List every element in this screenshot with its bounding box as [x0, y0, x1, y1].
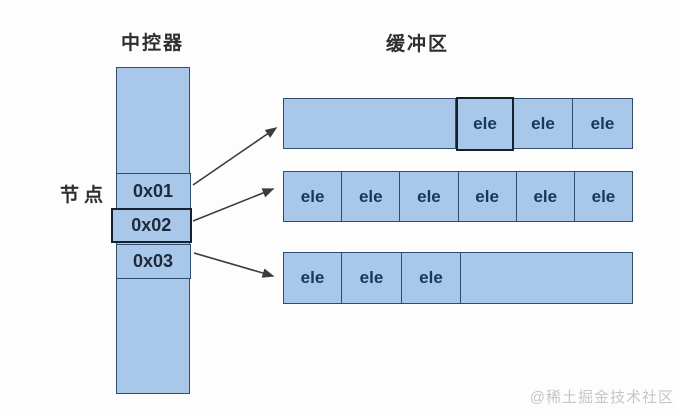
buffer1-ele-cell-highlighted: ele: [456, 96, 514, 151]
controller-node-0x03: 0x03: [115, 244, 191, 279]
buffer2-ele-cell: ele: [284, 172, 343, 221]
controller-node-0x02-highlighted: 0x02: [111, 208, 192, 243]
arrow-0x02-to-buffer2: [192, 188, 275, 222]
controller-column: 0x01 0x02 0x03: [111, 67, 192, 394]
watermark: @稀土掘金技术社区: [529, 389, 674, 406]
buffer-title: 缓冲区: [386, 34, 450, 55]
arrow-0x03-to-buffer3: [193, 252, 275, 278]
buffer2-ele-cell: ele: [342, 172, 401, 221]
controller-node-0x01: 0x01: [115, 173, 191, 210]
arrow-0x01-to-buffer1: [192, 127, 278, 186]
buffer3-empty-cell: [461, 253, 632, 303]
buffer1-empty-cell: [284, 99, 456, 148]
buffer2-ele-cell: ele: [400, 172, 459, 221]
buffer2-ele-cell: ele: [591, 186, 616, 206]
node-label: 节点: [60, 185, 109, 206]
buffer-row-3: ele ele ele: [283, 252, 633, 304]
buffer3-ele-cell: ele: [342, 253, 402, 303]
buffer-row-1: ele ele ele: [283, 96, 633, 151]
buffer3-ele-cell: ele: [402, 253, 461, 303]
buffer2-ele-cell: ele: [459, 172, 517, 221]
buffer1-ele-cell: ele: [514, 99, 573, 148]
buffer1-ele-cell: ele: [590, 113, 615, 133]
controller-title: 中控器: [121, 33, 185, 54]
buffer-row-2: ele ele ele ele ele ele: [283, 171, 633, 222]
buffer3-ele-cell: ele: [284, 253, 342, 303]
buffer2-ele-cell: ele: [517, 172, 575, 221]
